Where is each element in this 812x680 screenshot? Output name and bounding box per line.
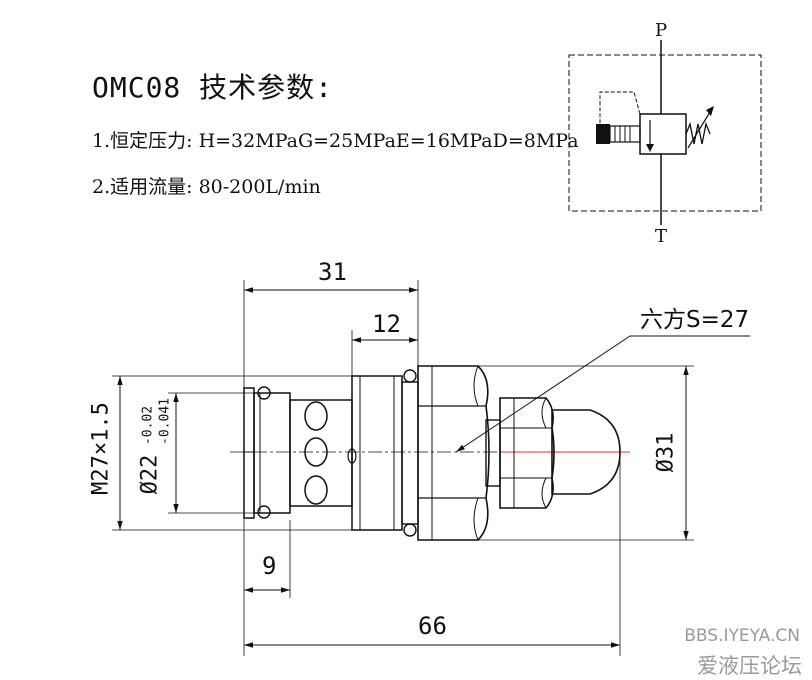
spec-title: OMC08 技术参数: <box>92 71 334 104</box>
o-ring-bottom <box>257 505 271 519</box>
dim-text-d22: Ø22 <box>137 454 163 495</box>
symbol-pilot-line <box>599 91 641 124</box>
symbol-valve-arrowhead <box>646 144 654 152</box>
seal-bottom <box>403 523 417 537</box>
spec-pressure: 1.恒定压力: H=32MPaG=25MPaE=16MPaD=8MPa <box>92 130 579 152</box>
spigot <box>243 386 291 519</box>
symbol-spring <box>685 121 711 145</box>
spec-flow: 2.适用流量: 80-200L/min <box>92 176 321 198</box>
seal-top <box>403 369 417 383</box>
lock-nut <box>485 397 555 509</box>
symbol-knob <box>596 124 610 144</box>
dim-tol-upper: -0.02 <box>140 405 156 446</box>
dim-text-d31: Ø31 <box>653 432 679 473</box>
dim-text-31: 31 <box>318 258 347 286</box>
port-t-label: T <box>655 226 668 247</box>
port-hole-top <box>304 401 328 431</box>
dim-text-12: 12 <box>372 310 401 338</box>
hydraulic-symbol <box>568 40 762 225</box>
port-p-label: P <box>655 20 668 41</box>
dim-text-9: 9 <box>262 552 277 580</box>
o-ring-top <box>257 386 271 400</box>
dim-text-66: 66 <box>418 612 447 640</box>
symbol-adjust-arrowhead <box>706 106 714 116</box>
dim-tol-lower: -0.041 <box>157 398 173 445</box>
symbol-adjust-arrow <box>687 111 711 149</box>
watermark-url: BBS.IYEYA.CN <box>684 626 800 646</box>
port-section <box>289 399 357 507</box>
port-hole-mid <box>304 437 328 467</box>
thread-section <box>351 369 419 537</box>
hex-leader <box>455 335 631 453</box>
dim-text-m27: M27×1.5 <box>88 402 114 495</box>
hex-label: 六方S=27 <box>640 307 750 333</box>
symbol-frame <box>568 54 762 212</box>
hex-body <box>417 365 490 541</box>
port-hole-bottom <box>304 475 328 505</box>
watermark-name: 爱液压论坛 <box>697 654 802 678</box>
